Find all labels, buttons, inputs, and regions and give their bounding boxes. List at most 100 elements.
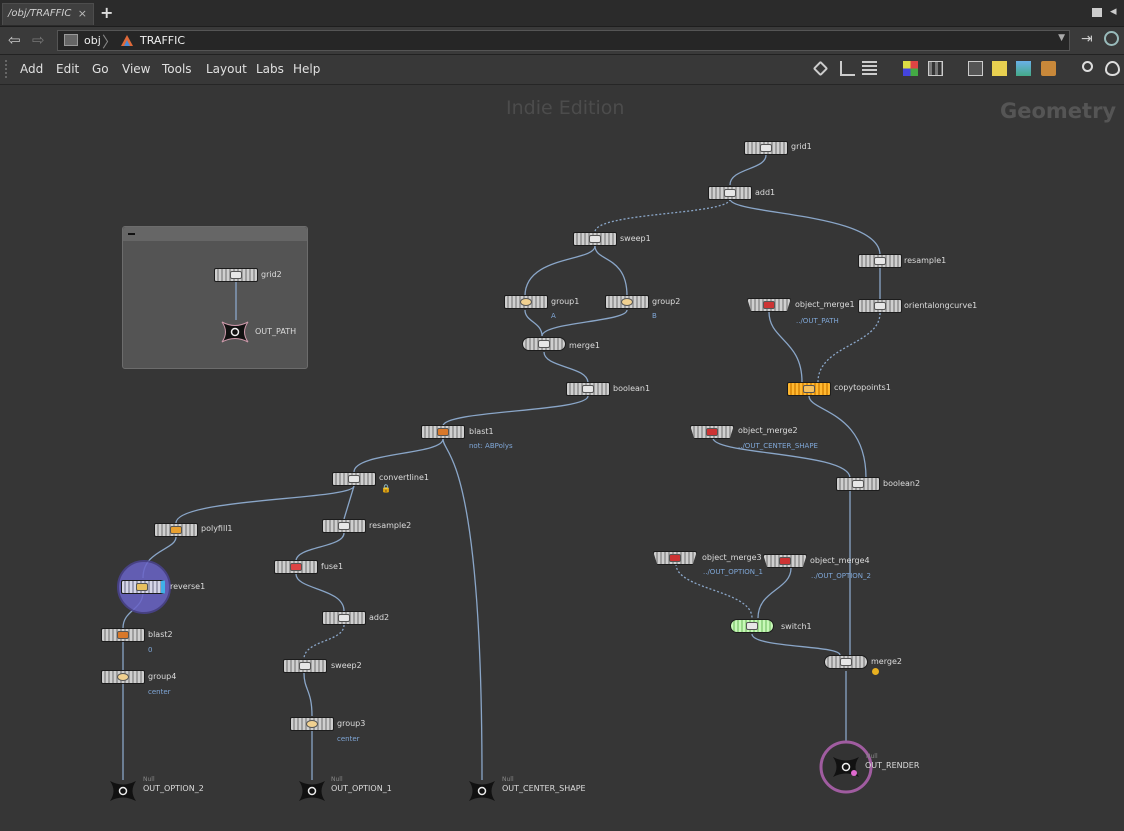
- node-polyfill1[interactable]: [154, 523, 198, 537]
- node-resample1[interactable]: [858, 254, 902, 268]
- breadcrumb-traffic[interactable]: TRAFFIC: [118, 32, 238, 49]
- null-label-out-option-2: OUT_OPTION_2: [143, 784, 204, 793]
- node-label-add2: add2: [369, 613, 390, 622]
- null-out-path[interactable]: [219, 320, 251, 344]
- node-copytopoints1[interactable]: [787, 382, 831, 396]
- lock-icon: 🔒: [381, 484, 391, 493]
- menu-layout[interactable]: Layout: [206, 62, 247, 76]
- node-object-merge1[interactable]: [747, 298, 791, 312]
- node-grid2[interactable]: [214, 268, 258, 282]
- node-group4[interactable]: [101, 670, 145, 684]
- node-group3[interactable]: [290, 717, 334, 731]
- copy-node-icon: [803, 385, 815, 393]
- polyfill-node-icon: [170, 526, 182, 534]
- node-sub-object-merge3: ../OUT_OPTION_1: [703, 568, 763, 576]
- group-node-icon: [306, 720, 318, 728]
- menu-labs[interactable]: Labs: [256, 62, 284, 76]
- node-object-merge3[interactable]: [653, 551, 697, 565]
- node-label-sweep1: sweep1: [620, 234, 651, 243]
- node-label-merge2: merge2: [871, 657, 902, 666]
- node-label-grid1: grid1: [791, 142, 812, 151]
- node-blast2[interactable]: [101, 628, 145, 642]
- null-out-center-shape[interactable]: [466, 779, 498, 803]
- node-label-polyfill1: polyfill1: [201, 524, 233, 533]
- node-sweep2[interactable]: [283, 659, 327, 673]
- node-group2[interactable]: [605, 295, 649, 309]
- node-grid1[interactable]: [744, 141, 788, 155]
- warning-icon: [872, 668, 879, 675]
- forward-icon[interactable]: ⇨: [32, 31, 45, 49]
- node-label-blast2: blast2: [148, 630, 173, 639]
- node-merge1[interactable]: [522, 337, 566, 351]
- chevron-down-icon[interactable]: ▼: [1058, 33, 1065, 43]
- node-merge2[interactable]: [824, 655, 868, 669]
- eye-icon[interactable]: [1105, 61, 1120, 76]
- node-boolean2[interactable]: [836, 477, 880, 491]
- list-icon[interactable]: [862, 61, 877, 76]
- menu-grip-icon: [5, 60, 10, 78]
- add-tab-button[interactable]: +: [100, 3, 114, 22]
- network-canvas[interactable]: [0, 85, 1124, 831]
- tab-close-icon[interactable]: ×: [77, 7, 87, 20]
- node-sub-blast2: 0: [148, 646, 153, 654]
- node-add1[interactable]: [708, 186, 752, 200]
- null-out-option-1[interactable]: [296, 779, 328, 803]
- node-reverse1[interactable]: [121, 580, 165, 594]
- node-add2[interactable]: [322, 611, 366, 625]
- null-out-render[interactable]: [830, 755, 862, 779]
- node-object-merge2[interactable]: [690, 425, 734, 439]
- node-blast1[interactable]: [421, 425, 465, 439]
- network-box-header[interactable]: [123, 227, 307, 241]
- node-label-fuse1: fuse1: [321, 562, 344, 571]
- node-label-object-merge4: object_merge4: [810, 556, 870, 565]
- node-sub-group3: center: [337, 735, 360, 743]
- tree-icon[interactable]: [840, 61, 855, 76]
- box-icon[interactable]: [1041, 61, 1056, 76]
- menu-help[interactable]: Help: [293, 62, 321, 76]
- tab-obj-traffic[interactable]: /obj/TRAFFIC ×: [2, 3, 94, 25]
- geometry-object-icon: [121, 35, 133, 46]
- node-label-merge1: merge1: [569, 341, 600, 350]
- magnifier-icon[interactable]: [1082, 61, 1093, 72]
- node-orientalongcurve1[interactable]: [858, 299, 902, 313]
- null-label-out-path: OUT_PATH: [255, 327, 297, 336]
- menu-view[interactable]: View: [122, 62, 151, 76]
- merge-node-icon: [840, 658, 852, 666]
- node-switch1[interactable]: [730, 619, 774, 633]
- pane-menu-icon[interactable]: ◂: [1110, 4, 1117, 19]
- image-icon[interactable]: [1016, 61, 1031, 76]
- node-sweep1[interactable]: [573, 232, 617, 246]
- sticky-note-icon[interactable]: [992, 61, 1007, 76]
- pane-layout-icon[interactable]: [1092, 8, 1102, 17]
- menu-edit[interactable]: Edit: [56, 62, 80, 76]
- network-path-field[interactable]: obj 〉 TRAFFIC ▼: [57, 30, 1070, 51]
- menu-tools[interactable]: Tools: [162, 62, 192, 76]
- network-box[interactable]: [122, 226, 308, 369]
- breadcrumb-obj[interactable]: obj: [62, 32, 104, 49]
- null-out-option-2[interactable]: [107, 779, 139, 803]
- layout-icon[interactable]: [968, 61, 983, 76]
- node-convertline1[interactable]: [332, 472, 376, 486]
- null-label-out-center-shape: OUT_CENTER_SHAPE: [502, 784, 586, 793]
- node-group1[interactable]: [504, 295, 548, 309]
- node-fuse1[interactable]: [274, 560, 318, 574]
- boolean-node-icon: [582, 385, 594, 393]
- node-resample2[interactable]: [322, 519, 366, 533]
- node-boolean1[interactable]: [566, 382, 610, 396]
- node-label-group4: group4: [148, 672, 177, 681]
- grid-color-icon[interactable]: [903, 61, 918, 76]
- tab-bar: /obj/TRAFFIC × + ◂: [0, 0, 1124, 27]
- node-object-merge4[interactable]: [763, 554, 807, 568]
- reverse-node-icon: [135, 583, 148, 591]
- pin-icon[interactable]: ⇥: [1081, 31, 1093, 47]
- menu-go[interactable]: Go: [92, 62, 109, 76]
- node-label-switch1: switch1: [781, 622, 812, 631]
- menu-add[interactable]: Add: [20, 62, 44, 76]
- link-icon[interactable]: [1104, 31, 1119, 46]
- group-node-icon: [117, 673, 129, 681]
- back-icon[interactable]: ⇦: [8, 31, 21, 49]
- collapse-icon[interactable]: [128, 233, 135, 235]
- resample-node-icon: [338, 522, 350, 530]
- grid-icon[interactable]: [928, 61, 943, 76]
